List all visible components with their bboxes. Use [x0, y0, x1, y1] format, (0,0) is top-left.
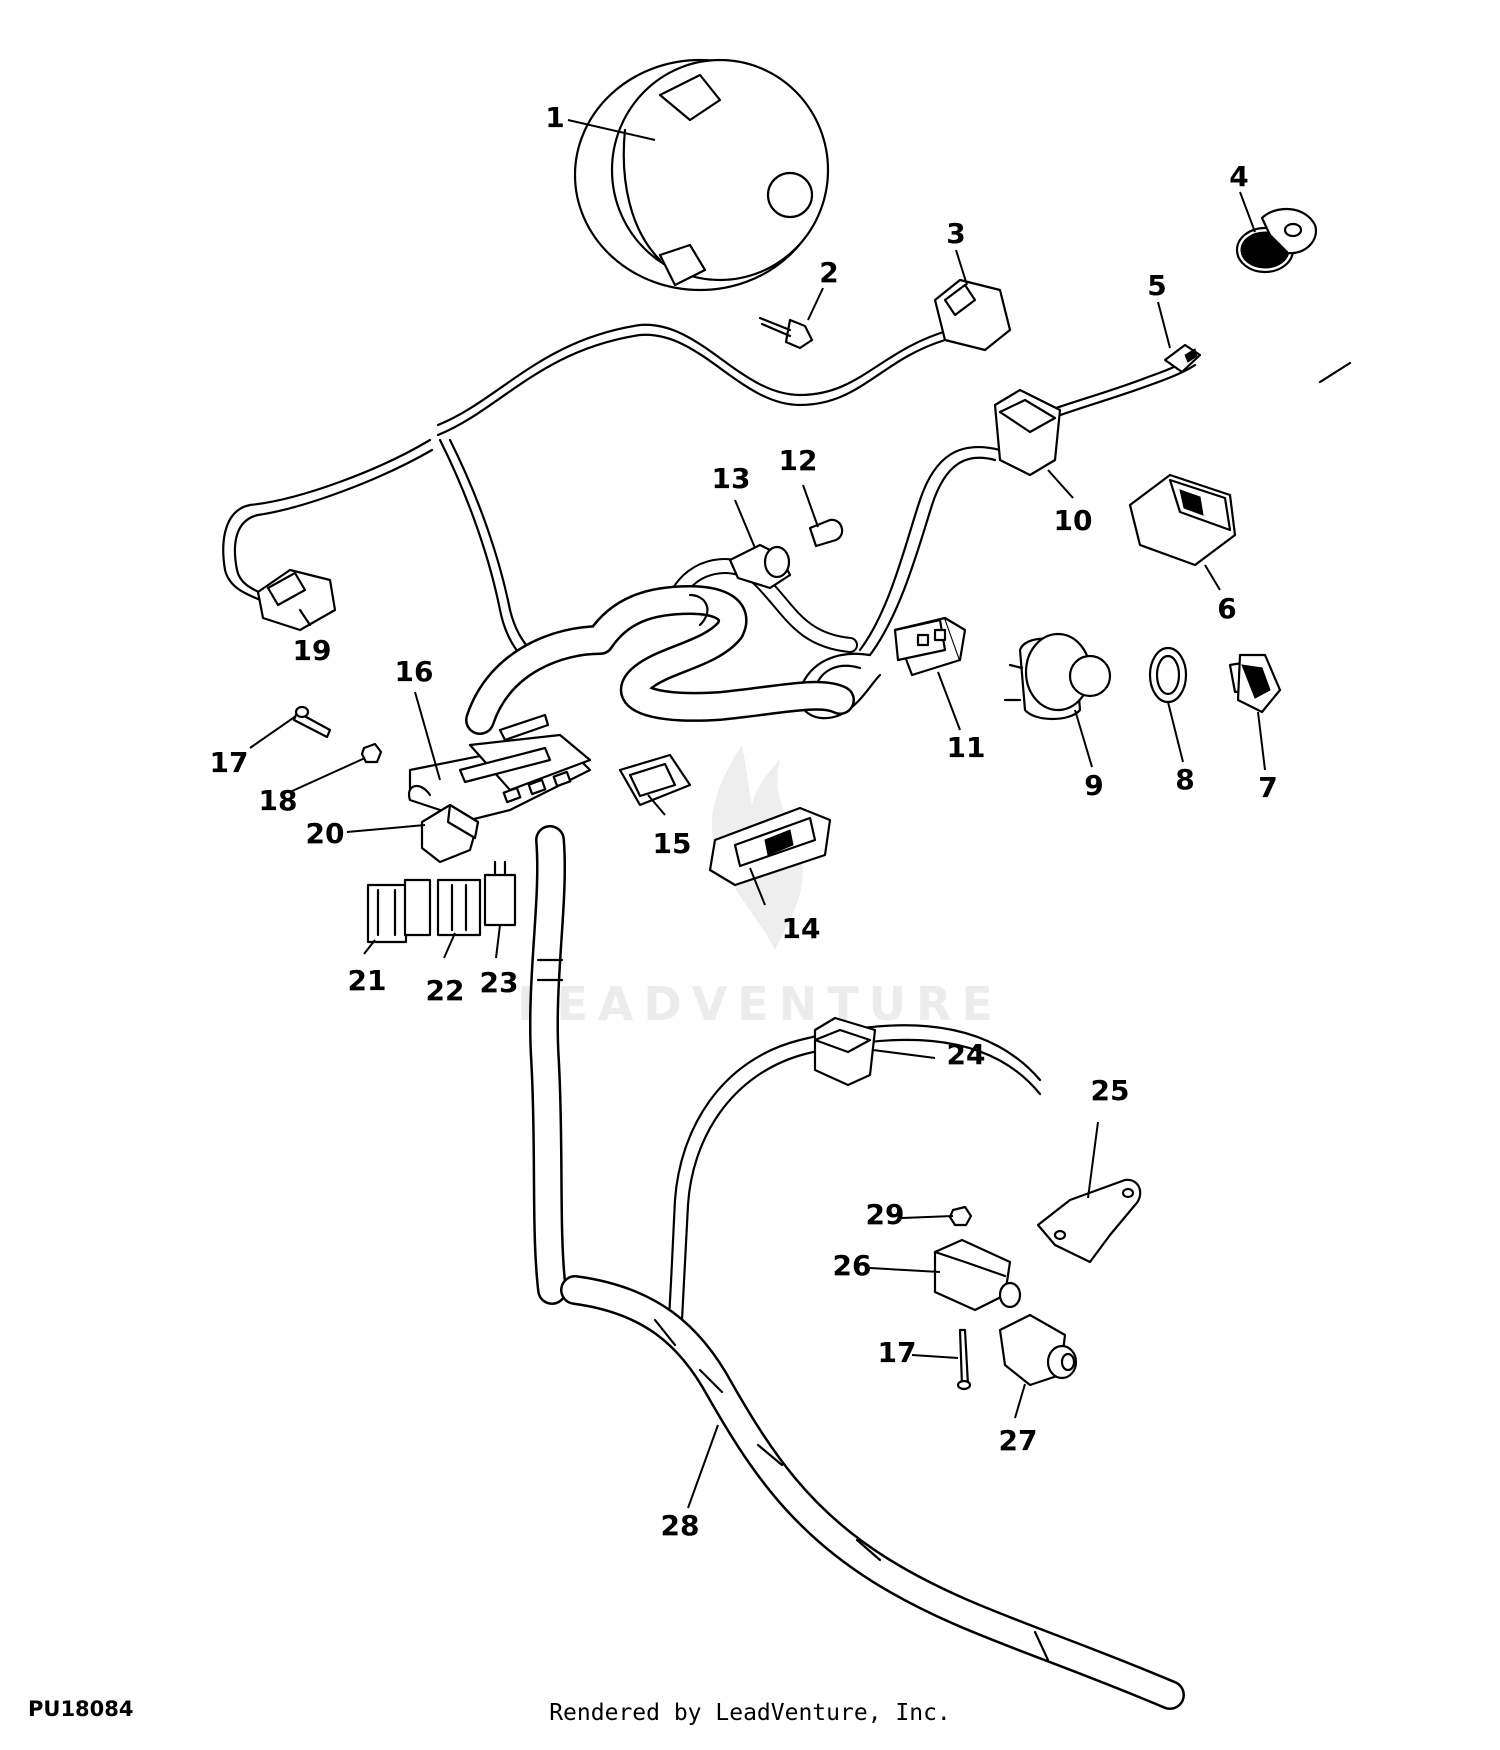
thin-wires [222, 323, 1352, 1332]
plunger-switch [998, 1313, 1078, 1387]
callout-6: 6 [1217, 592, 1236, 625]
lock-ring [1148, 646, 1188, 704]
fuse-holder-23 [483, 860, 517, 927]
callout-26: 26 [833, 1249, 872, 1282]
horn [573, 58, 830, 292]
connector-19 [256, 568, 337, 632]
callout-29: 29 [866, 1198, 905, 1231]
callout-4: 4 [1229, 160, 1248, 193]
bulb [808, 518, 844, 548]
switch-26 [933, 1238, 1022, 1312]
callout-23: 23 [480, 966, 519, 999]
bracket [1036, 1178, 1142, 1264]
figure-id: PU18084 [28, 1697, 134, 1721]
callout-11: 11 [947, 731, 986, 764]
connector-11 [893, 616, 967, 677]
callout-7: 7 [1258, 771, 1277, 804]
nut-29 [948, 1205, 973, 1227]
callout-13: 13 [712, 462, 751, 495]
rocker-switch-14 [708, 806, 832, 887]
fuse-block [407, 713, 592, 822]
relay-20 [420, 803, 480, 864]
watermark-text: LEADVENTURE [517, 977, 1003, 1031]
callout-17a: 17 [210, 746, 249, 779]
power-outlet [1235, 207, 1318, 274]
screw-17b [956, 1328, 972, 1391]
harness-tubes [465, 558, 1185, 1710]
callout-24: 24 [947, 1038, 986, 1071]
callout-15: 15 [653, 827, 692, 860]
key-switch [1228, 653, 1282, 714]
callout-10: 10 [1054, 504, 1093, 537]
watermark: LEADVENTURE [517, 745, 1003, 1031]
callout-labels: 1 2 3 4 5 6 7 8 9 10 11 12 13 14 15 16 1… [210, 101, 1278, 1542]
fuse-holder-22 [436, 878, 482, 937]
callout-17b: 17 [878, 1336, 917, 1369]
bolt [758, 316, 814, 350]
callout-27: 27 [999, 1424, 1038, 1457]
callout-21: 21 [348, 964, 387, 997]
fuse-holder-21 [366, 878, 432, 944]
connector-15 [618, 753, 692, 807]
callout-1: 1 [545, 101, 564, 134]
callout-16: 16 [395, 655, 434, 688]
socket [728, 543, 792, 590]
render-credit: Rendered by LeadVenture, Inc. [549, 1700, 951, 1726]
rocker-switch-6 [1128, 473, 1237, 567]
ignition-switch [1003, 632, 1112, 720]
callout-19: 19 [293, 634, 332, 667]
callout-25: 25 [1091, 1074, 1130, 1107]
callout-3: 3 [946, 217, 965, 250]
connector-24 [813, 1016, 877, 1087]
callout-9: 9 [1084, 769, 1103, 802]
callout-8: 8 [1175, 763, 1194, 796]
callout-5: 5 [1147, 269, 1166, 302]
callout-14: 14 [782, 912, 821, 945]
callout-18: 18 [259, 784, 298, 817]
leader-lines [249, 119, 1266, 1509]
callout-12: 12 [779, 444, 818, 477]
callout-2: 2 [819, 256, 838, 289]
connector-5 [1163, 343, 1202, 374]
callout-28: 28 [661, 1509, 700, 1542]
screw-17a [292, 705, 332, 739]
callout-22: 22 [426, 974, 465, 1007]
connector-10 [993, 388, 1062, 477]
callout-20: 20 [306, 817, 345, 850]
connector-3 [933, 278, 1012, 352]
nut-18 [360, 742, 383, 764]
